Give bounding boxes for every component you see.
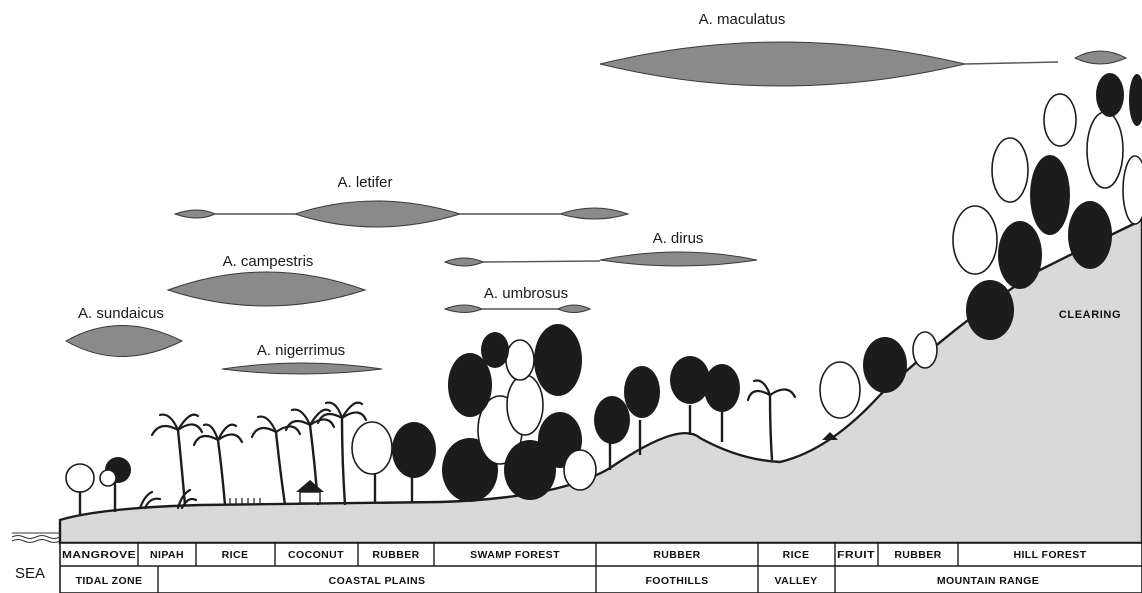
label-campestris: A. campestris xyxy=(223,253,314,270)
label-umbrosus: A. umbrosus xyxy=(484,285,568,302)
hut-icon xyxy=(296,480,324,504)
cell-mountain-range: MOUNTAIN RANGE xyxy=(937,575,1039,587)
label-nigerrimus: A. nigerrimus xyxy=(257,342,345,359)
distribution-sundaicus xyxy=(64,325,184,357)
cell-rubber-mountain: RUBBER xyxy=(894,549,941,561)
cell-mangrove: MANGROVE xyxy=(62,549,136,561)
vegetation-layer xyxy=(65,73,1142,515)
valley-palm xyxy=(746,379,838,461)
foothill-rubber-trees xyxy=(594,356,740,470)
nipah-palm xyxy=(138,488,198,510)
distribution-maculatus xyxy=(599,41,1128,87)
cell-hill-forest: HILL FOREST xyxy=(1013,549,1086,561)
distribution-nigerrimus xyxy=(221,362,383,375)
cell-rice-valley: RICE xyxy=(783,549,810,561)
mangrove-tree xyxy=(65,457,131,515)
cell-coconut: COCONUT xyxy=(288,549,344,561)
distribution-umbrosus xyxy=(443,304,592,313)
label-maculatus: A. maculatus xyxy=(699,11,786,28)
distribution-campestris xyxy=(166,271,367,307)
cell-rubber-foothills: RUBBER xyxy=(653,549,700,561)
label-sea: SEA xyxy=(15,565,45,582)
coconut-palm xyxy=(150,401,368,506)
rice-field xyxy=(229,498,261,505)
rubber-tree xyxy=(351,421,436,503)
cell-coastal-plains: COASTAL PLAINS xyxy=(329,575,426,587)
swamp-forest-trees xyxy=(442,324,597,502)
label-letifer: A. letifer xyxy=(337,174,392,191)
label-dirus: A. dirus xyxy=(653,230,704,247)
zone-table: MANGROVE NIPAH RICE COCONUT RUBBER SWAMP… xyxy=(59,542,1142,593)
hill-forest-trees xyxy=(952,73,1142,340)
cell-swamp-forest: SWAMP FOREST xyxy=(470,549,560,561)
distribution-dirus xyxy=(443,251,758,267)
cell-rubber-coastal: RUBBER xyxy=(372,549,419,561)
cell-rice-coastal: RICE xyxy=(222,549,249,561)
fruit-trees xyxy=(819,331,938,419)
sea-water xyxy=(11,532,61,543)
label-clearing: CLEARING xyxy=(1059,309,1121,321)
label-sundaicus: A. sundaicus xyxy=(78,305,164,322)
cell-foothills: FOOTHILLS xyxy=(645,575,708,587)
cell-nipah: NIPAH xyxy=(150,549,184,561)
cell-tidal-zone: TIDAL ZONE xyxy=(76,575,143,587)
cell-valley: VALLEY xyxy=(774,575,817,587)
distribution-letifer xyxy=(173,200,630,228)
cell-fruit: FRUIT xyxy=(837,549,875,561)
